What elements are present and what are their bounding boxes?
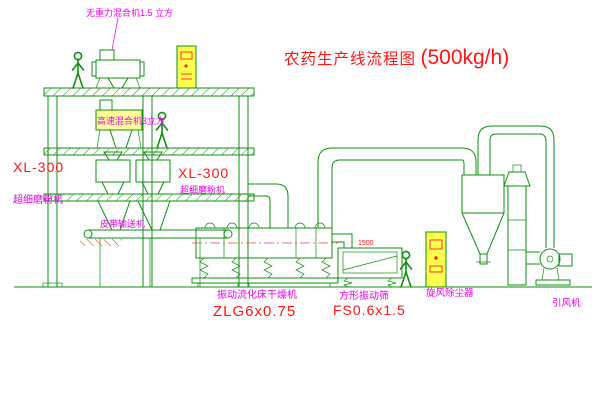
sieve-dimension-label: 1500 — [358, 240, 374, 247]
vibrating-sieve — [337, 247, 403, 288]
cyclone-separator — [461, 174, 505, 265]
exhaust-duct — [317, 147, 477, 228]
cyclone-label: 旋风除尘器 — [426, 287, 474, 299]
diagram-title: 农药生产线流程图 (500kg/h) — [284, 46, 509, 69]
dryer-model-label: ZLG6x0.75 — [213, 303, 296, 320]
fluid-bed-dryer — [191, 222, 339, 287]
gravity-mixer-label: 无重力混合机1.5 立方 — [86, 7, 173, 18]
induced-draft-fan — [526, 248, 573, 286]
feed-duct — [248, 183, 289, 228]
belt-conveyor-label: 皮带输送机 — [100, 218, 145, 229]
foundation-hatch — [80, 239, 122, 246]
control-cabinet-top — [176, 45, 197, 89]
diagram-title-main: 农药生产线流程图 — [284, 50, 416, 68]
exhaust-stack — [503, 164, 531, 286]
gas-outlet-duct — [477, 125, 555, 248]
mill-center-name-label: 超细磨粉机 — [180, 184, 225, 195]
high-speed-mixer — [95, 99, 143, 149]
person-figure-1 — [71, 51, 85, 89]
discharge-chute — [332, 233, 353, 248]
mill-left-model-label: XL-300 — [13, 159, 64, 175]
belt-conveyor — [80, 229, 233, 287]
gravity-mixer — [91, 17, 145, 89]
fan-label: 引风机 — [552, 297, 581, 309]
mill-left-name-label: 超细磨粉机 — [13, 193, 63, 206]
control-cabinet-right — [425, 231, 447, 288]
diagram-title-capacity: (500kg/h) — [420, 46, 509, 69]
sieve-name-label: 方形振动筛 — [339, 289, 389, 302]
high-speed-mixer-label: 高速混合机3立方 — [97, 115, 165, 126]
mill-center-model-label: XL-300 — [178, 165, 229, 181]
dryer-name-label: 振动流化床干燥机 — [217, 288, 297, 301]
sieve-model-label: FS0.6x1.5 — [333, 302, 406, 318]
